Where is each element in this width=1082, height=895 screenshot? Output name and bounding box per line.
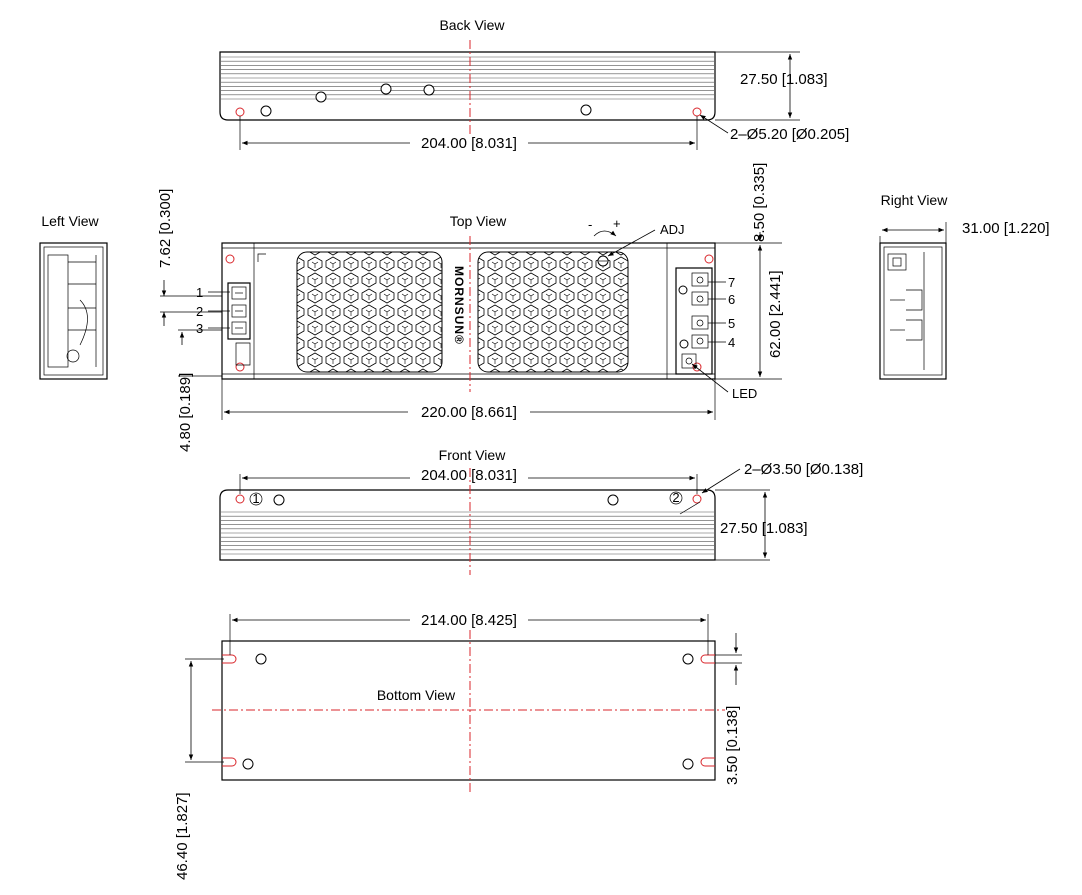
mounting-hole: [692, 107, 702, 117]
ventilation-grid-right: [477, 251, 629, 373]
adj-plus-label: +: [613, 216, 621, 231]
terminal-2-label: 2: [196, 304, 203, 319]
back-view-title: Back View: [439, 17, 505, 33]
hole-2-label: 2: [672, 490, 679, 505]
top-margin-dimension: 8.50 [0.335]: [751, 163, 768, 242]
screw-icon: [380, 83, 392, 95]
ventilation-grid-left: [296, 251, 443, 373]
left-view-title: Left View: [41, 213, 99, 229]
led-label: LED: [732, 386, 757, 401]
bottom-view: Bottom View 214.00 [8.425] 3.50 [0.138] …: [174, 612, 742, 880]
left-bottom-dimension: 4.80 [0.189]: [177, 373, 194, 452]
terminal-6-label: 6: [728, 292, 735, 307]
screw-icon: [607, 494, 619, 506]
bottom-view-title: Bottom View: [377, 687, 456, 703]
screw-icon: [255, 653, 267, 665]
back-view-body: [219, 40, 716, 135]
screw-icon: [242, 758, 254, 770]
led-indicator-icon: [685, 357, 693, 365]
screw-icon: [260, 105, 272, 117]
top-view: Top View 1 2 3 MORNSUN®: [196, 163, 784, 421]
adj-label: ADJ: [660, 222, 685, 237]
right-depth-dimension: 31.00 [1.220]: [962, 220, 1050, 237]
hole-1-marker: [249, 492, 263, 506]
front-width-dimension: 204.00 [8.031]: [421, 467, 517, 484]
left-view: Left View: [39, 213, 108, 380]
back-height-dimension: 27.50 [1.083]: [740, 71, 828, 88]
top-view-title: Top View: [450, 213, 507, 229]
back-holes-dimension: 2–Ø5.20 [Ø0.205]: [730, 126, 849, 143]
bottom-edge-dimension: 3.50 [0.138]: [724, 706, 741, 785]
bottom-height-dimension: 46.40 [1.827]: [174, 792, 191, 880]
back-view: Back View 27.50 [1.083] 204.00 [8.031] 2…: [219, 17, 849, 152]
screw-icon: [682, 758, 694, 770]
screw-icon: [682, 653, 694, 665]
screw-icon: [273, 494, 285, 506]
top-left-dimensions: 7.62 [0.300] 4.80 [0.189]: [157, 189, 222, 452]
brand-logo: MORNSUN®: [452, 266, 466, 345]
mounting-hole: [235, 107, 245, 117]
terminal-1-label: 1: [196, 285, 203, 300]
terminal-7-label: 7: [728, 275, 735, 290]
hole-1-label: 1: [252, 491, 259, 506]
bottom-width-dimension: 214.00 [8.425]: [421, 612, 517, 629]
left-offset-dimension: 7.62 [0.300]: [157, 189, 174, 268]
front-height-dimension: 27.50 [1.083]: [720, 520, 808, 537]
front-view-title: Front View: [439, 447, 507, 463]
terminal-4-label: 4: [728, 335, 735, 350]
hole-2-marker: [669, 491, 683, 505]
input-terminal-block: [227, 282, 251, 366]
front-holes-dimension: 2–Ø3.50 [Ø0.138]: [744, 461, 863, 478]
terminal-5-label: 5: [728, 316, 735, 331]
top-height-dimension: 62.00 [2.441]: [767, 270, 784, 358]
top-width-dimension: 220.00 [8.661]: [421, 404, 517, 421]
back-width-dimension: 204.00 [8.031]: [421, 135, 517, 152]
right-view-title: Right View: [881, 192, 949, 208]
front-view: Front View 1 2 204.00 [8.031] 2–Ø3.50 [Ø…: [219, 447, 863, 575]
adj-minus-label: -: [588, 217, 592, 232]
screw-icon: [315, 91, 327, 103]
terminal-3-label: 3: [196, 321, 203, 336]
output-terminal-block: [675, 267, 713, 375]
right-view: Right View 31.00 [1.220]: [879, 192, 1050, 380]
screw-icon: [580, 104, 592, 116]
screw-icon: [423, 84, 435, 96]
